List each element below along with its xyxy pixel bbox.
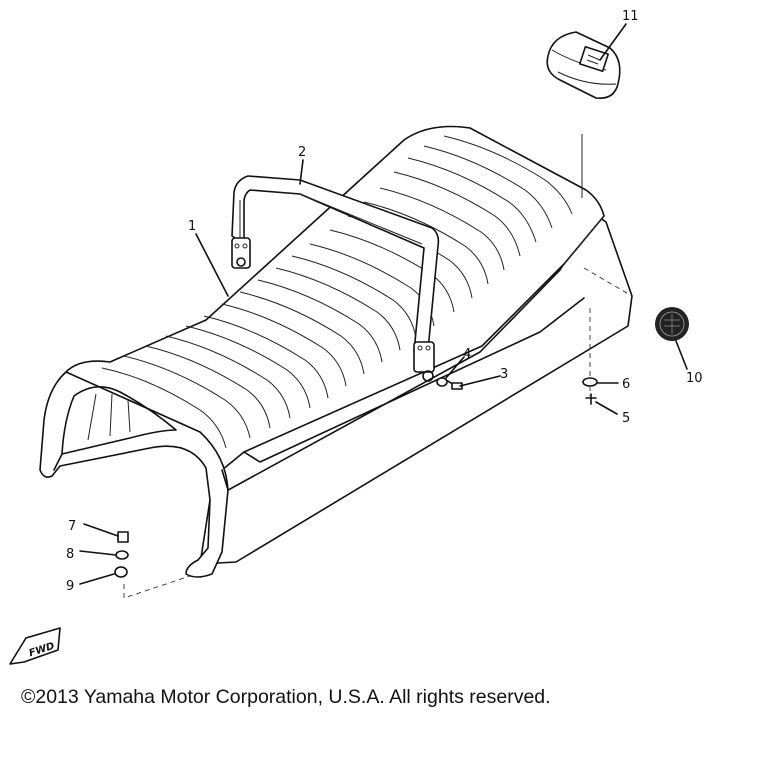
callout-7: 7	[68, 519, 76, 534]
tool-bag-part	[546, 31, 621, 100]
hardware-parts	[114, 267, 633, 599]
fwd-arrow-icon: FWD	[9, 627, 61, 665]
leader-lines	[79, 23, 688, 585]
callout-8: 8	[66, 547, 74, 562]
callout-4: 4	[463, 347, 471, 362]
emblem-part	[655, 307, 689, 341]
callout-5: 5	[622, 411, 630, 426]
copyright-text: ©2013 Yamaha Motor Corporation, U.S.A. A…	[21, 686, 551, 708]
callout-2: 2	[298, 145, 306, 160]
callout-6: 6	[622, 377, 630, 392]
seat-part	[39, 125, 633, 578]
callout-11: 11	[622, 9, 639, 24]
callout-3: 3	[500, 367, 508, 382]
grab-strap-part	[231, 175, 440, 382]
callout-9: 9	[66, 579, 74, 594]
callout-1: 1	[188, 219, 196, 234]
callout-10: 10	[686, 371, 703, 386]
